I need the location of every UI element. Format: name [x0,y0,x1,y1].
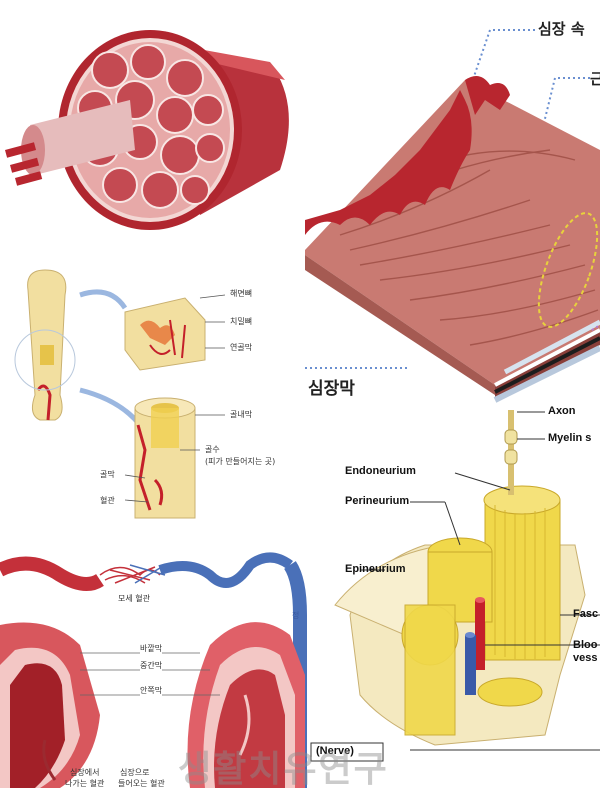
vessel-label-outgoing-1: 심장에서 [70,768,100,777]
nerve-label-blood-2: vess [573,652,598,664]
bone-panel: 해면뼈 치밀뼈 연골막 골내막 골수 (피가 만들어지는 곳) 골막 혈관 [0,250,300,535]
nerve-label-myelin: Myelin s [548,432,592,444]
cardiac-label-top2: 근 [590,70,600,88]
vessel-label-middle: 중간막 [140,660,163,671]
bone-label-endosteum: 골내막 [230,410,253,419]
bone-label-cartilage: 연골막 [230,343,253,352]
vessel-label-outer: 바깥막 [140,643,163,654]
nerve-label-blood-1: Bloo [573,639,598,651]
cardiac-label-top: 심장 속 [538,20,585,38]
nerve-label-perineurium: Perineurium [345,495,410,507]
bone-label-spongy: 해면뼈 [230,289,253,298]
vessel-label-incoming-2: 들어오는 혈관 [118,779,165,788]
nerve-panel: Axon Myelin s Endoneurium Perineurium Ep… [305,405,600,788]
nerve-illustration [310,410,600,762]
bone-label-periosteum: 골막 [100,470,115,479]
cardiac-label-pericardium: 심장막 [308,379,355,399]
nerve-label-axon: Axon [548,405,576,417]
bone-label-marrow: 골수 [205,445,220,454]
bone-label-vessel: 혈관 [100,496,115,505]
nerve-label-endoneurium: Endoneurium [345,465,416,477]
vessel-label-side: 정 [292,611,300,620]
vessel-label-incoming-1: 심장으로 [120,768,150,777]
vessel-label-capillary: 모세 혈관 [118,594,150,603]
muscle-illustration [4,30,289,230]
nerve-label-epineurium: Epineurium [345,563,406,575]
vessel-illustration [0,552,307,788]
watermark-text: 생활치유연구 [178,749,389,790]
bone-illustration [14,269,226,519]
cardiac-illustration [305,29,600,403]
bone-label-marrow-note: (피가 만들어지는 곳) [205,457,276,466]
nerve-label-nerve: (Nerve) [316,745,354,757]
vessel-panel: 모세 혈관 바깥막 중간막 안쪽막 정 심장에서 나가는 혈관 심장으로 들어오… [0,535,310,788]
vessel-label-outgoing-2: 나가는 혈관 [65,779,105,788]
cardiac-wall-panel: 심장 속 근 심장막 [300,0,600,405]
muscle-cross-section-panel [0,0,300,250]
vessel-label-inner: 안쪽막 [140,685,163,696]
bone-label-compact: 치밀뼈 [230,317,253,326]
nerve-label-fascicle: Fasc [573,608,599,620]
